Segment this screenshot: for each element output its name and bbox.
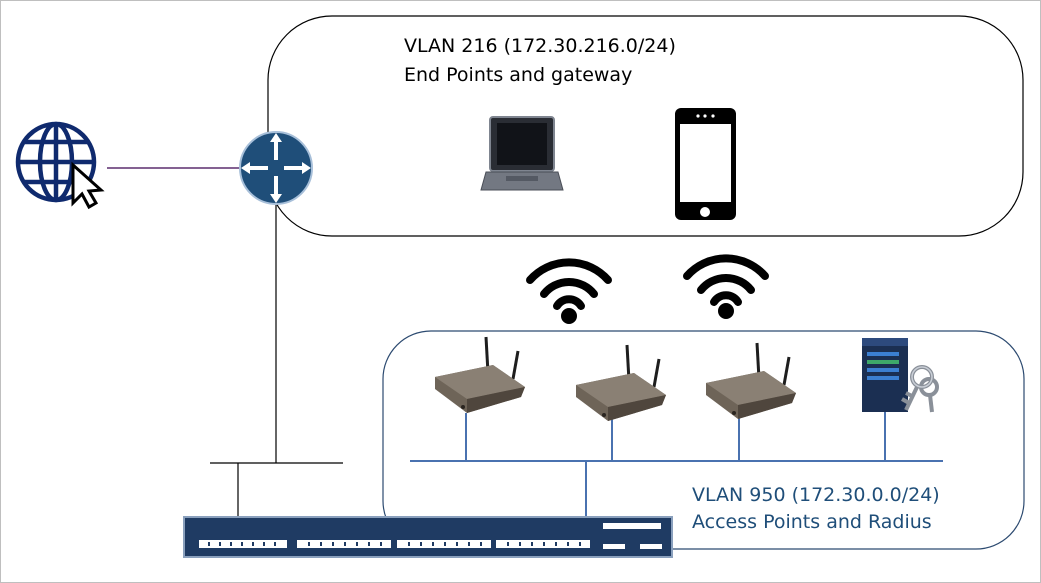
access-point-icon bbox=[576, 344, 666, 421]
laptop-icon bbox=[480, 116, 564, 191]
access-point-icon bbox=[435, 336, 525, 413]
globe-cursor-icon bbox=[15, 121, 105, 210]
vlan950-zone bbox=[382, 330, 1025, 550]
vlan216-zone bbox=[267, 15, 1024, 237]
switch-icon bbox=[183, 516, 673, 558]
vlan950-title: VLAN 950 (172.30.0.0/24) bbox=[692, 484, 940, 506]
smartphone-icon bbox=[675, 108, 736, 220]
vlan216-title: VLAN 216 (172.30.216.0/24) bbox=[404, 35, 676, 57]
vlan950-description: Access Points and Radius bbox=[692, 511, 932, 533]
radius-server-icon bbox=[862, 338, 939, 413]
router-icon bbox=[239, 131, 313, 205]
vlan216-description: End Points and gateway bbox=[404, 64, 633, 86]
wifi-icon bbox=[683, 254, 769, 319]
access-point-icon bbox=[706, 342, 796, 419]
wifi-icon bbox=[526, 258, 612, 324]
